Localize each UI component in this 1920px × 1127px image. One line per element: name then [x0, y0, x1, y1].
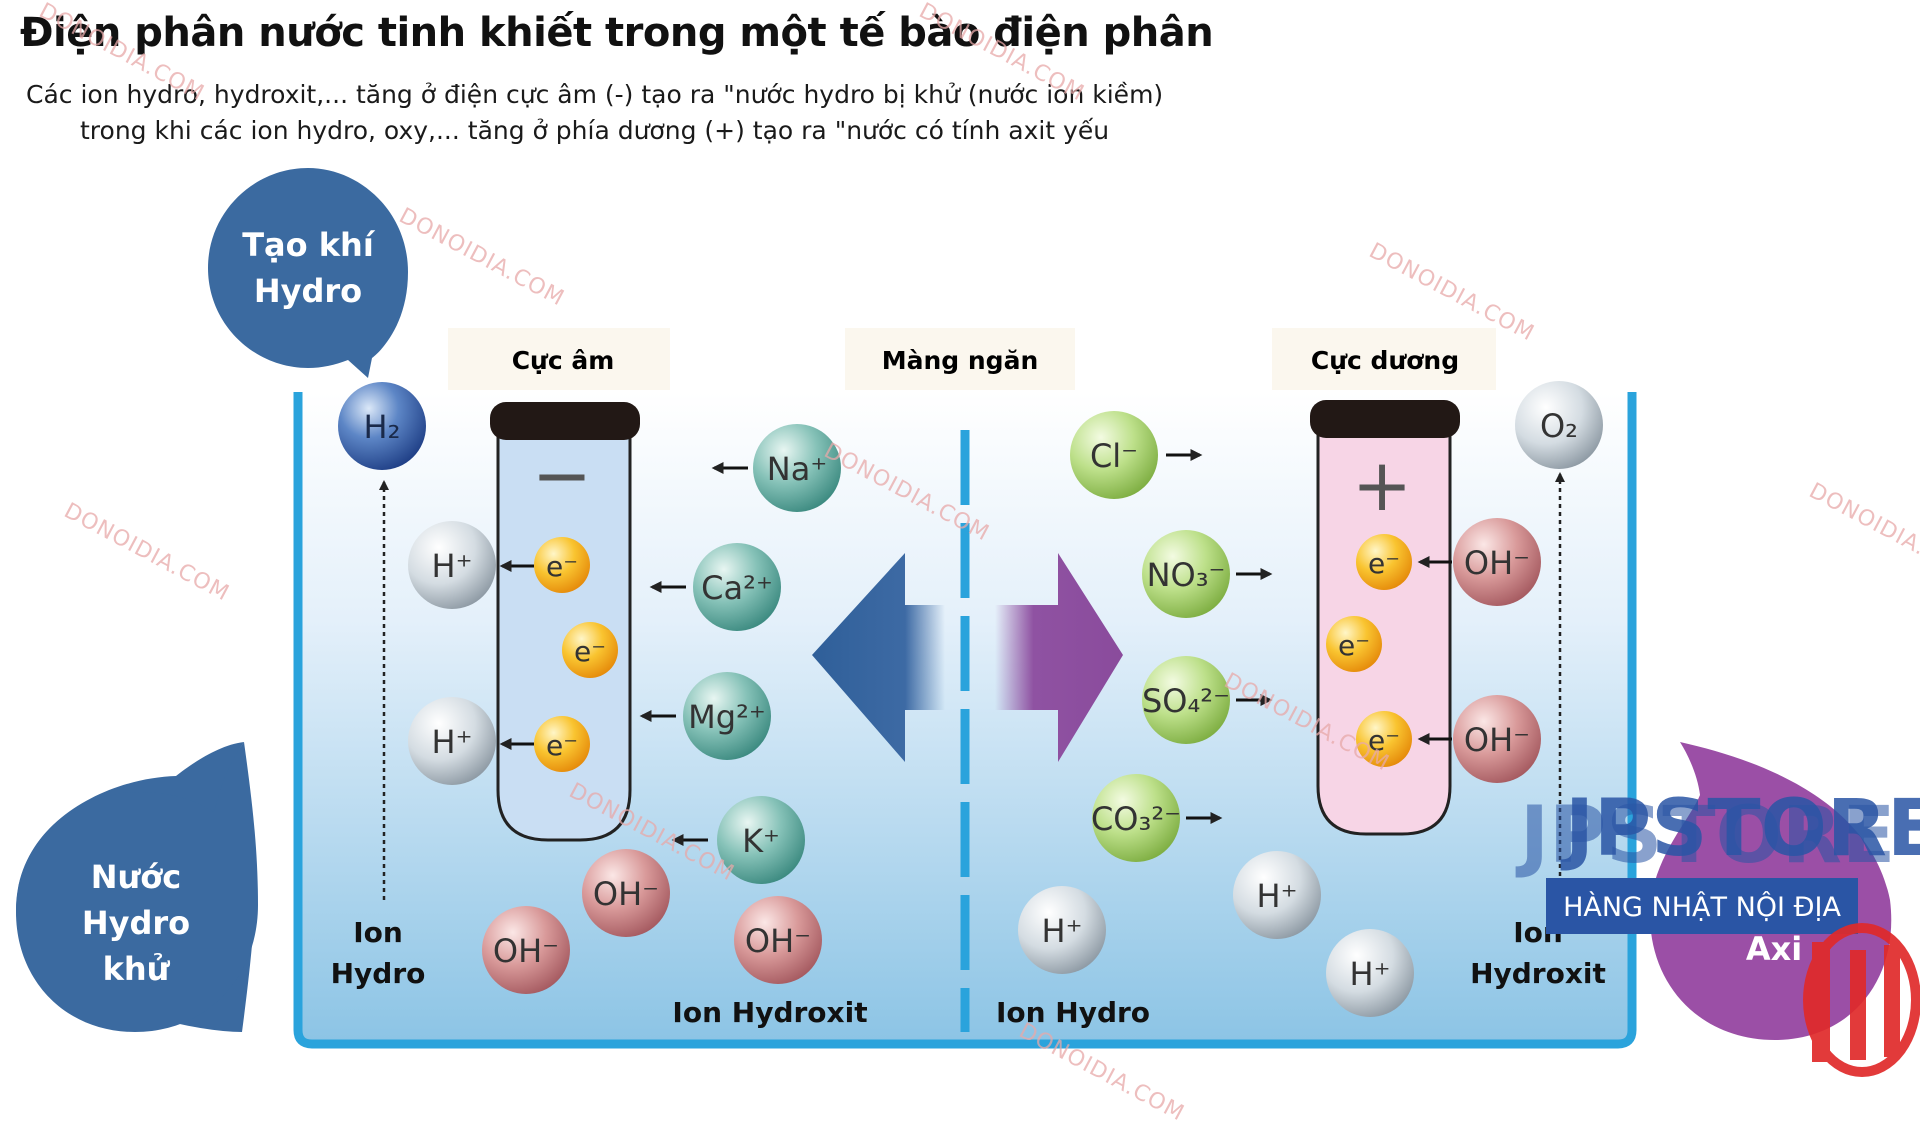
left-flow-arrow	[812, 553, 945, 762]
acid-water-text: Axi	[1746, 930, 1802, 968]
oh-ion-left-3	[734, 896, 822, 984]
red-emblem-icon	[1803, 923, 1920, 1077]
oh-ion-right-2-label: OH⁻	[1464, 721, 1530, 759]
k-label: K⁺	[742, 822, 780, 860]
electron-anode-1-label: e⁻	[1368, 547, 1400, 580]
subtitle-line-2: trong khi các ion hydro, oxy,... tăng ở …	[80, 116, 1110, 145]
right-flow-arrow	[995, 553, 1123, 762]
oh-ion-right-2	[1453, 695, 1541, 783]
mg-ion	[683, 672, 771, 760]
oh-ion-left-1-label: OH⁻	[593, 875, 659, 913]
logo-brand-shadow: JPSTORE	[1515, 791, 1895, 881]
h2-label: H₂	[364, 408, 401, 446]
ion-hydro-bottom-label: Ion Hydro	[996, 996, 1150, 1029]
reduced-water-text-1: Nước	[91, 858, 182, 896]
logo-brand: JPSTORE	[1560, 784, 1920, 874]
membrane-label: Màng ngăn	[882, 346, 1039, 375]
anode-cap	[1310, 400, 1460, 438]
cathode-tube	[496, 426, 632, 842]
cathode-cap	[490, 402, 640, 440]
cathode-label: Cực âm	[512, 346, 615, 375]
electron-cathode-2-label: e⁻	[574, 635, 606, 668]
h-ion-left-1-label: H⁺	[432, 547, 473, 585]
oh-ion-left-2-label: OH⁻	[493, 932, 559, 970]
electron-cathode-3-label: e⁻	[546, 729, 578, 762]
h-ion-right-3-label: H⁺	[1350, 955, 1391, 993]
reduced-water-text-2: Hydro	[82, 904, 190, 942]
electron-cathode-1-label: e⁻	[546, 550, 578, 583]
h-ion-right-1	[1233, 851, 1321, 939]
cl-ion	[1070, 411, 1158, 499]
na-label: Na⁺	[767, 450, 827, 488]
co3-label: CO₃²⁻	[1091, 800, 1181, 838]
oh-ion-right-1	[1453, 518, 1541, 606]
h-ion-right-2-label: H⁺	[1042, 912, 1083, 950]
hydrogen-gas-text-1: Tạo khí	[242, 226, 376, 264]
h-ion-left-1	[408, 521, 496, 609]
cl-label: Cl⁻	[1090, 437, 1138, 475]
oh-ion-left-2	[482, 906, 570, 994]
anode-label: Cực dương	[1311, 346, 1459, 375]
co3-ion	[1092, 774, 1180, 862]
electron-cathode-1	[534, 537, 590, 593]
cathode-label-box	[448, 328, 670, 390]
oh-ion-right-1-label: OH⁻	[1464, 544, 1530, 582]
oh-ion-left-3-label: OH⁻	[745, 922, 811, 960]
minus-sign: −	[532, 433, 592, 517]
no3-ion	[1142, 530, 1230, 618]
reduced-water-drop-body	[16, 742, 258, 1032]
subtitle-line-1: Các ion hydro, hydroxit,... tăng ở điện …	[26, 80, 1164, 109]
na-ion	[753, 424, 841, 512]
hydrogen-gas-bubble	[208, 168, 408, 378]
reduced-water-text-3: khử	[103, 950, 171, 988]
electron-cathode-2	[562, 622, 618, 678]
logo-tagline: HÀNG NHẬT NỘI ĐỊA	[1563, 891, 1841, 923]
electron-anode-1	[1356, 534, 1412, 590]
ion-hydroxit-right-label-2: Hydroxit	[1470, 957, 1606, 990]
ca-ion	[693, 543, 781, 631]
tank-border	[293, 392, 1637, 1049]
anode-label-box	[1272, 328, 1496, 390]
k-ion	[717, 796, 805, 884]
h2-molecule	[338, 382, 426, 470]
no3-label: NO₃⁻	[1147, 556, 1226, 594]
h-ion-left-2	[408, 697, 496, 785]
o2-molecule	[1515, 381, 1603, 469]
plus-sign: +	[1352, 443, 1412, 527]
h-ion-right-2	[1018, 886, 1106, 974]
ca-label: Ca²⁺	[701, 569, 773, 607]
ion-hydro-left-label-2: Hydro	[331, 957, 426, 990]
membrane-label-box	[845, 328, 1075, 390]
logo-tagline-box	[1546, 878, 1858, 934]
ion-hydro-left-label-1: Ion	[353, 916, 403, 949]
oh-ion-left-1	[582, 849, 670, 937]
ion-arrows	[499, 449, 1452, 846]
mg-label: Mg²⁺	[688, 698, 766, 736]
ion-hydroxit-bottom-label: Ion Hydroxit	[672, 996, 867, 1029]
electron-anode-3	[1356, 711, 1412, 767]
hydrogen-gas-text-2: Hydro	[254, 272, 362, 310]
electron-anode-2-label: e⁻	[1338, 629, 1370, 662]
page-title: Điện phân nước tinh khiết trong một tế b…	[20, 10, 1214, 56]
electron-anode-2	[1326, 616, 1382, 672]
o2-label: O₂	[1540, 407, 1578, 445]
h-ion-left-2-label: H⁺	[432, 723, 473, 761]
so4-ion	[1142, 656, 1230, 744]
electron-anode-3-label: e⁻	[1368, 724, 1400, 757]
electron-cathode-3	[534, 716, 590, 772]
h-ion-right-3	[1326, 929, 1414, 1017]
h-ion-right-1-label: H⁺	[1257, 877, 1298, 915]
anode-tube	[1316, 426, 1452, 836]
electrolysis-diagram: Cực âm Màng ngăn Cực dương − + H₂ O₂ H⁺	[16, 168, 1920, 1077]
so4-label: SO₄²⁻	[1142, 682, 1230, 720]
